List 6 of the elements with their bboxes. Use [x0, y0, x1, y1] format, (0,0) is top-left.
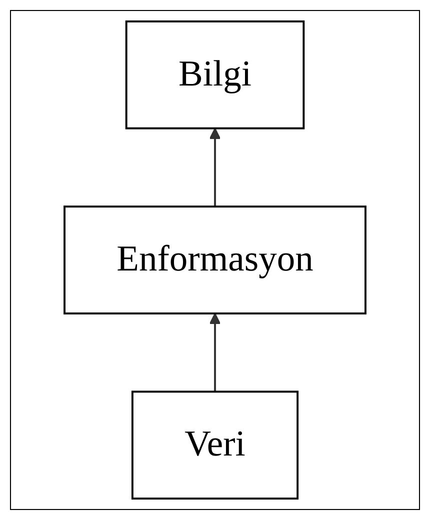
arrow — [209, 312, 221, 392]
node-box — [125, 20, 305, 130]
arrow — [209, 128, 221, 207]
node-box — [131, 390, 299, 500]
frame-border: Bilgi Enformasyon Veri — [10, 10, 420, 510]
node-box — [64, 206, 366, 314]
